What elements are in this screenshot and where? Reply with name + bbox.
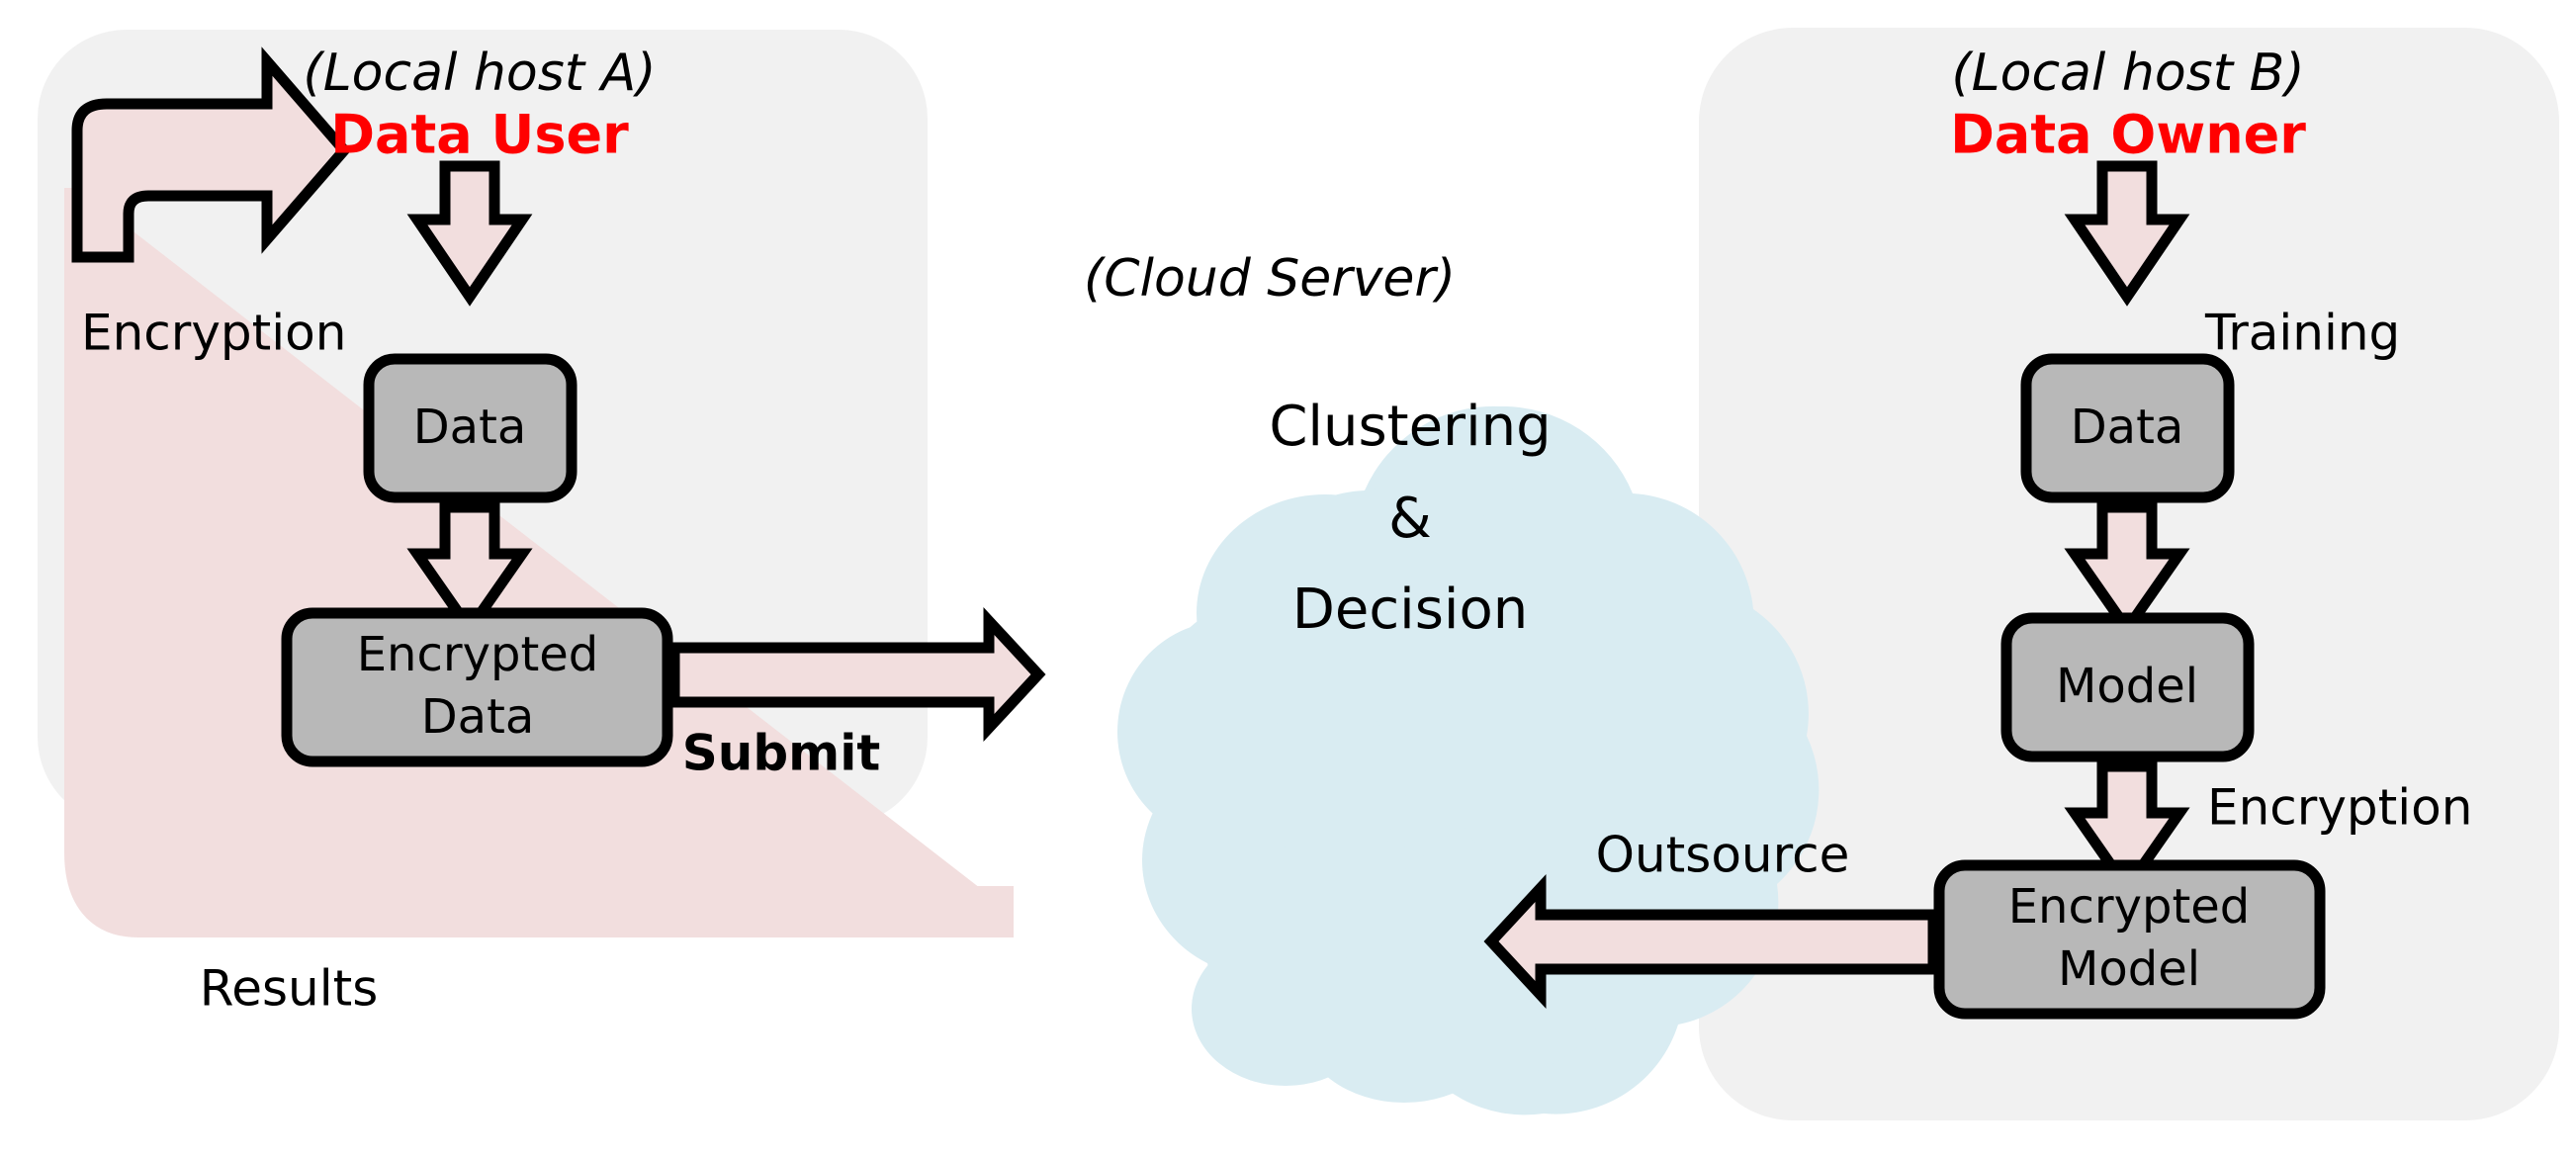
- label-results: Results: [200, 960, 379, 1018]
- node-encrypted-data: [281, 607, 673, 767]
- label-node-encrypted-data-line1: Encrypted: [357, 627, 599, 682]
- label-data-user: Data User: [330, 104, 629, 166]
- edge-outsource-arrow: [1483, 873, 1939, 1010]
- label-encryption-right-visible: Encryption: [2207, 779, 2472, 837]
- label-encryption-left: Encryption: [81, 305, 346, 362]
- edge-encryption-right-arrow: [2064, 760, 2190, 898]
- node-encrypted-model: [1933, 859, 2326, 1020]
- label-cloud-line1: Clustering: [1269, 395, 1551, 459]
- label-training: Training: [2204, 305, 2400, 362]
- label-node-data-right: Data: [2071, 400, 2184, 455]
- edge-submit-arrow: [668, 606, 1046, 743]
- label-node-model: Model: [2056, 659, 2198, 714]
- edge-user-to-data-arrow: [406, 160, 533, 307]
- label-local-host-b: (Local host B): [1951, 44, 2304, 103]
- label-cloud-server: (Cloud Server): [1084, 249, 1456, 309]
- node-data-right: [2020, 353, 2235, 503]
- label-node-encrypted-model-line1: Encrypted: [2008, 879, 2251, 935]
- edge-owner-to-data-arrow: [2064, 160, 2190, 307]
- edge-results-arrowhead: [71, 46, 352, 263]
- node-model: [2000, 612, 2255, 762]
- label-data-owner: Data Owner: [1950, 104, 2306, 166]
- label-cloud-line2: &: [1388, 487, 1432, 551]
- label-node-encrypted-data-line2: Data: [421, 689, 535, 745]
- cloud-server-shape: [1117, 405, 1820, 1115]
- label-outsource: Outsource: [1596, 827, 1850, 884]
- label-node-data-left: Data: [413, 400, 527, 455]
- label-node-encrypted-model-line2: Model: [2058, 941, 2200, 997]
- label-cloud-line3: Decision: [1292, 578, 1528, 642]
- label-local-host-a: (Local host A): [303, 44, 656, 103]
- edge-training-arrow: [2064, 501, 2190, 639]
- label-submit: Submit: [682, 725, 881, 782]
- edge-encryption-left-arrow: [406, 501, 533, 639]
- node-data-left: [363, 353, 577, 503]
